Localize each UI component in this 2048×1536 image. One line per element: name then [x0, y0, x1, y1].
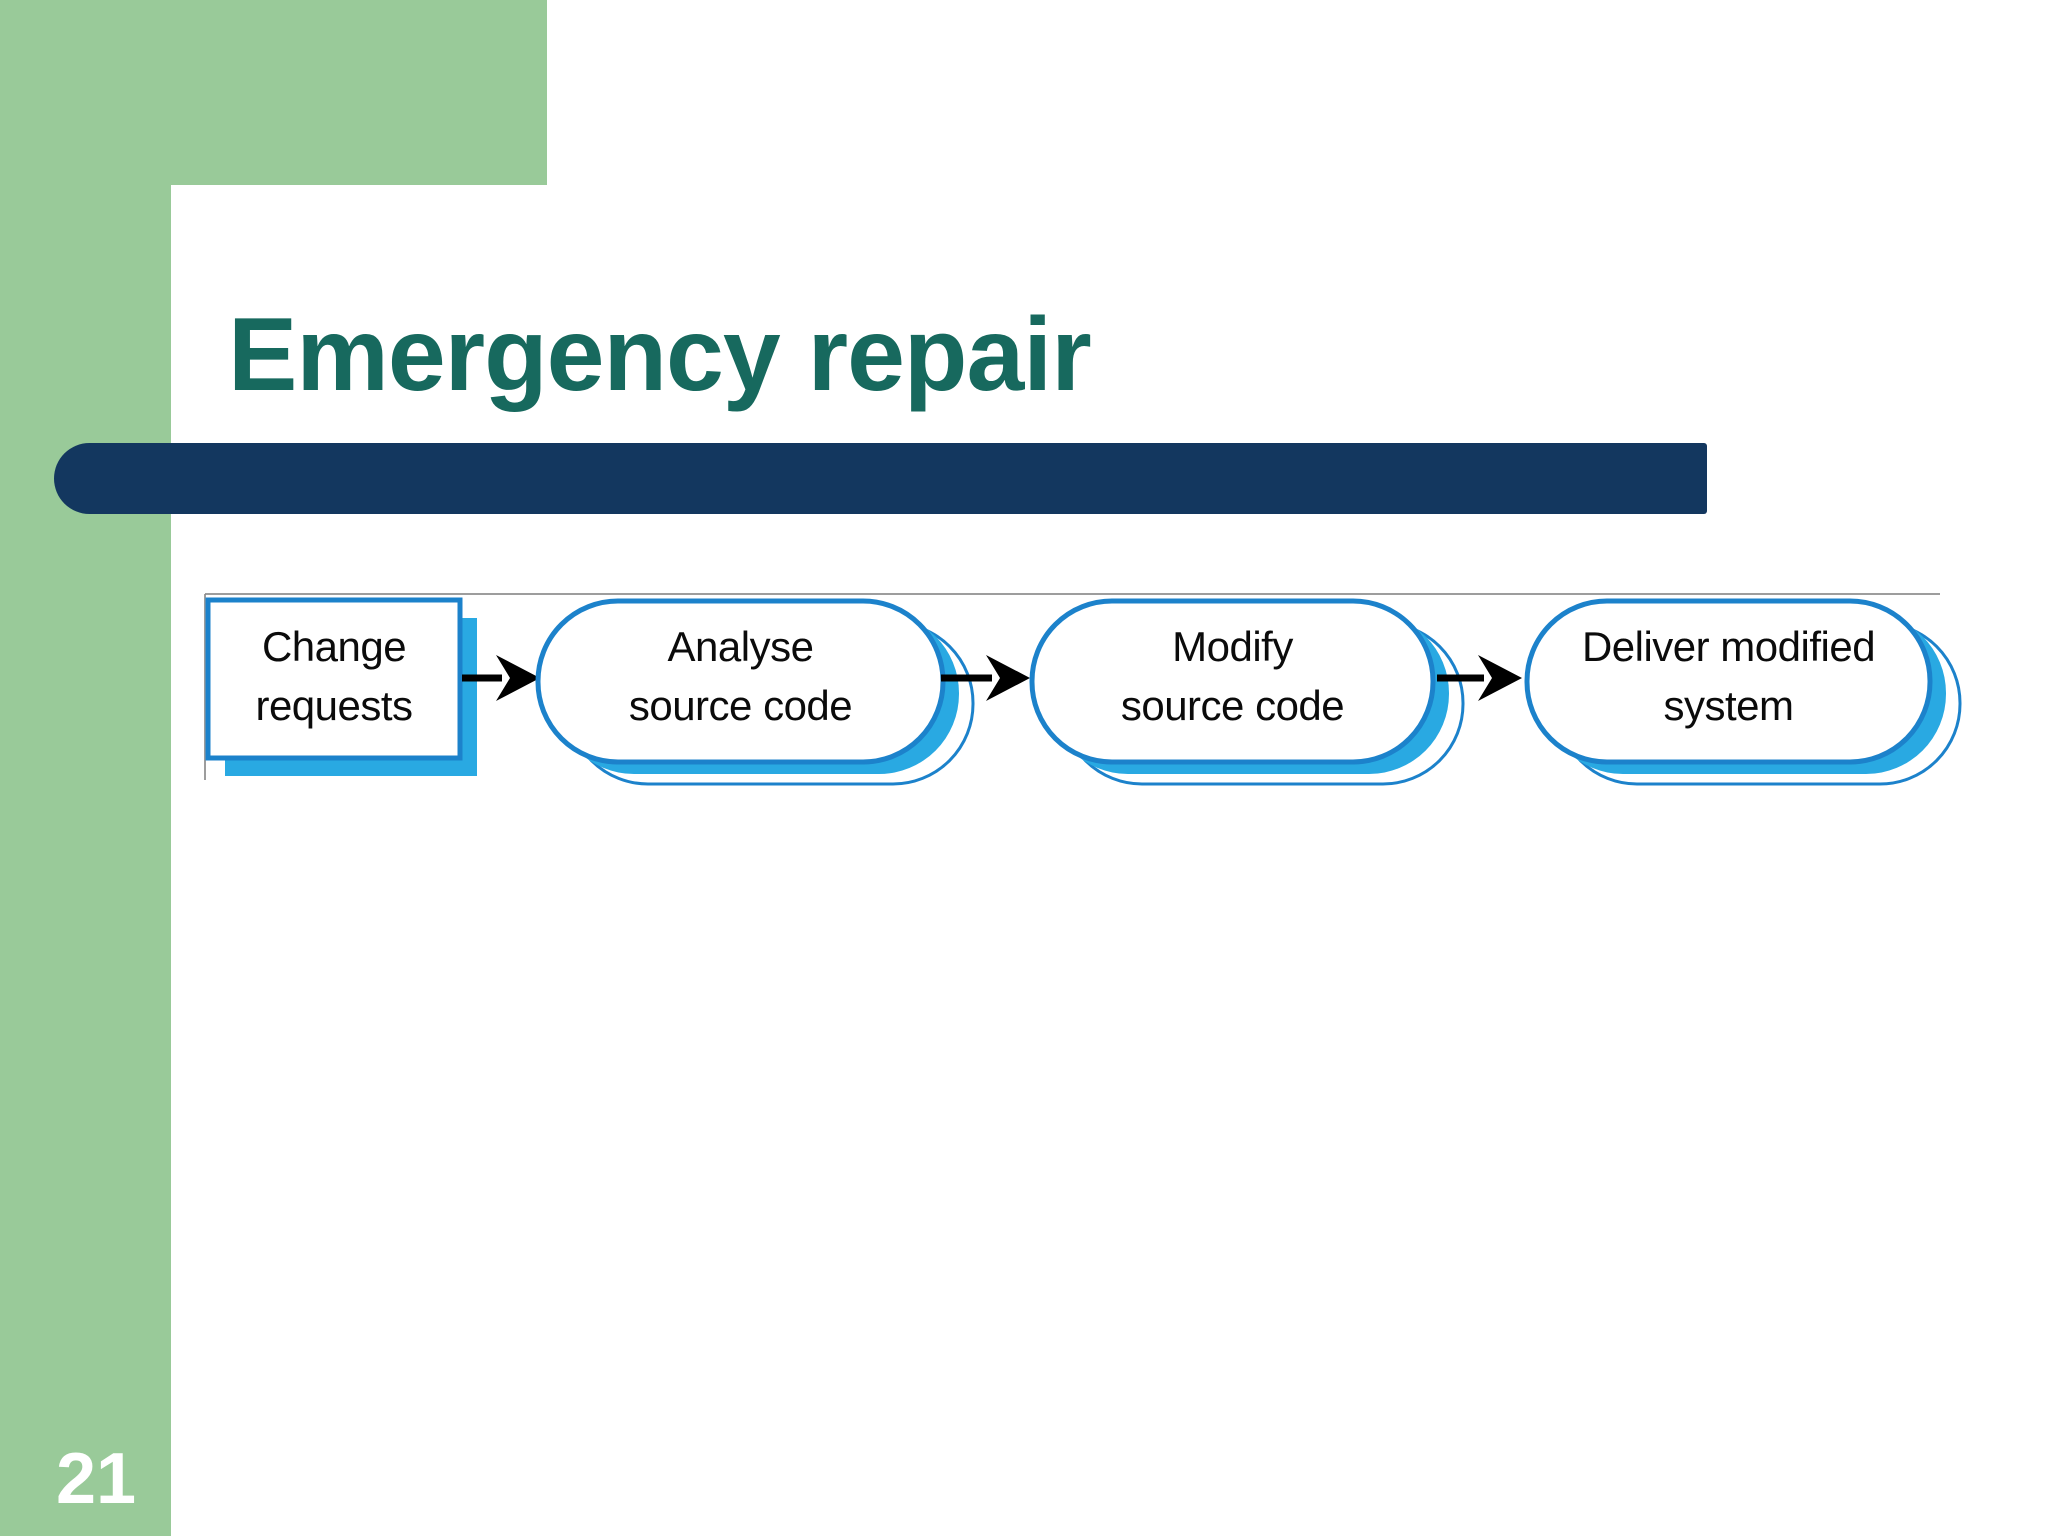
node-deliver-modified-system: [1524, 598, 1962, 786]
node-label-line: source code: [628, 682, 853, 729]
green-left-column: [0, 0, 171, 1536]
node-analyse-source-code: [535, 598, 975, 786]
arrow-head-icon: [1478, 655, 1522, 701]
arrow-head-icon: [496, 655, 540, 701]
flow-arrow-2: [941, 655, 1030, 701]
flow-arrow-3: [1437, 655, 1522, 701]
node-label-analyse-source-code: Analyse source code: [538, 617, 943, 735]
node-label-deliver-modified-system: Deliver modified system: [1527, 617, 1930, 735]
content-panel: [171, 185, 2048, 1536]
node-label-line: Change: [261, 623, 407, 670]
node-label-change-requests: Change requests: [208, 617, 460, 735]
node-label-line: source code: [1120, 682, 1345, 729]
title-underline-bar: [54, 443, 1707, 514]
deliver-stadium: [1524, 598, 1933, 765]
node-label-modify-source-code: Modify source code: [1032, 617, 1433, 735]
node-label-line: Deliver modified: [1581, 623, 1876, 670]
arrow-head-icon: [986, 655, 1030, 701]
node-label-line: requests: [255, 682, 413, 729]
node-change-requests: [205, 597, 477, 776]
node-modify-source-code: [1029, 598, 1465, 786]
modify-stadium: [1029, 598, 1436, 765]
flow-arrow-1: [462, 655, 540, 701]
node-label-line: Analyse: [667, 623, 814, 670]
slide-title: Emergency repair: [228, 297, 1092, 413]
node-label-line: Modify: [1172, 623, 1293, 670]
change-requests-box: [205, 597, 463, 761]
node-label-line: system: [1663, 682, 1794, 729]
page-number: 21: [56, 1439, 137, 1519]
